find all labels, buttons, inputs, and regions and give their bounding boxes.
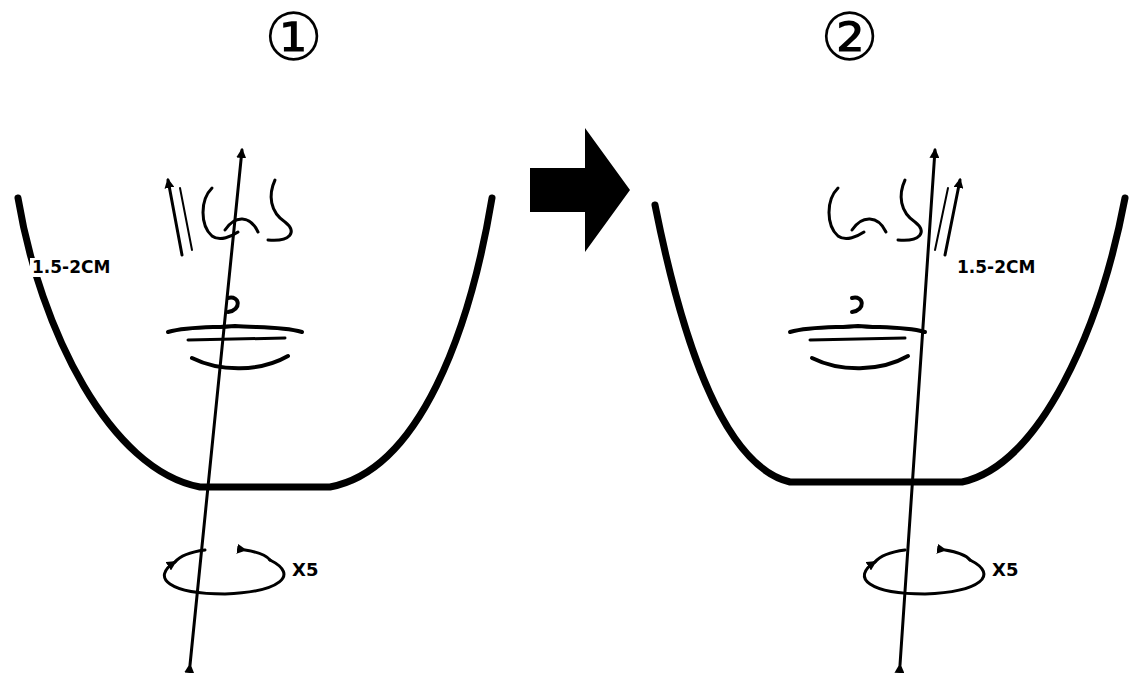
repeat-count: X5: [290, 560, 320, 580]
dimension-label: 1.5-2CM: [955, 258, 1037, 277]
step-arrow: [530, 128, 630, 252]
step-number: ②: [818, 2, 881, 75]
step-number: ①: [262, 2, 325, 75]
dimension-label: 1.5-2CM: [30, 258, 112, 277]
repeat-count: X5: [990, 560, 1020, 580]
